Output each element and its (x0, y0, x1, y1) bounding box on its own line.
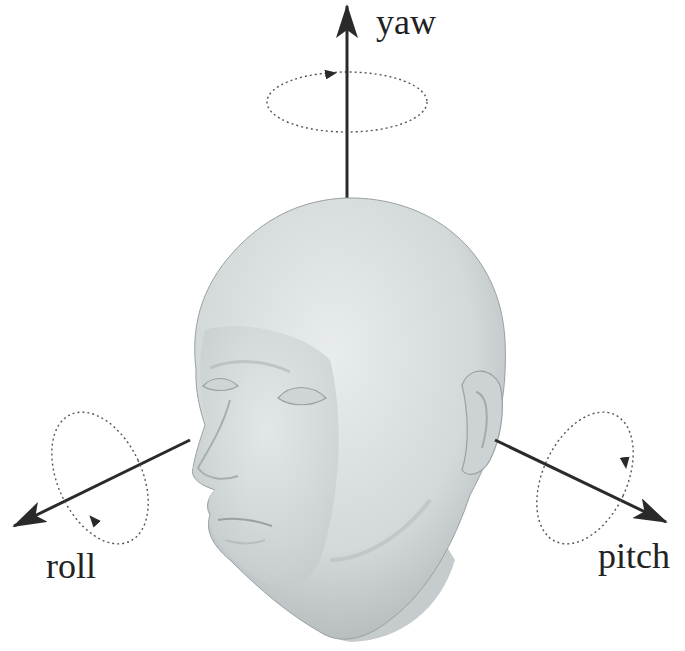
rotation-ellipse (32, 397, 167, 559)
axis-label: yaw (376, 4, 436, 40)
head (192, 198, 505, 642)
rotation-ellipse (517, 397, 652, 559)
axis-label: pitch (598, 538, 670, 574)
pitch-axis (495, 440, 666, 522)
roll-axis (14, 440, 190, 526)
yaw-axis (346, 6, 349, 205)
axis-label: roll (46, 548, 96, 584)
